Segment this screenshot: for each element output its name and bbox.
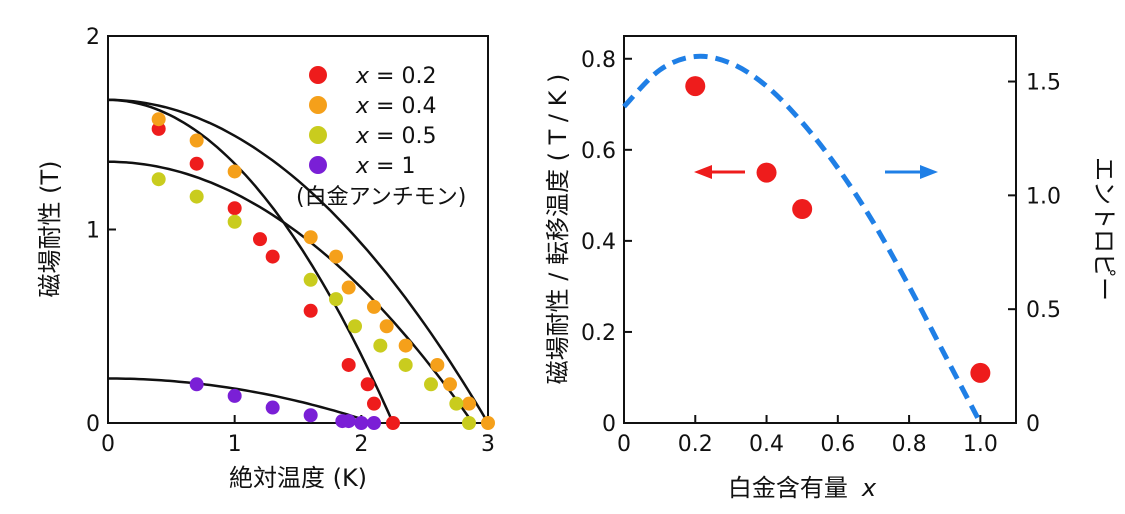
left-y-axis-label: 磁場耐性 (T) — [36, 160, 64, 297]
left-data-points — [151, 112, 495, 430]
fit-curve — [108, 98, 490, 424]
data-point — [265, 249, 280, 264]
left-y-tick-label: 0 — [86, 412, 100, 437]
arrow-left — [694, 165, 745, 179]
data-point — [449, 396, 464, 411]
legend-label: x = 0.5 — [355, 124, 436, 149]
data-point — [354, 416, 369, 430]
legend-label: x = 0.4 — [355, 94, 436, 119]
left-x-tick-label: 0 — [101, 432, 115, 457]
data-point — [227, 201, 242, 216]
right-x-tick-label: 0.6 — [820, 432, 855, 457]
data-point — [151, 112, 166, 127]
data-point — [303, 408, 318, 423]
data-point — [367, 416, 381, 430]
data-point — [398, 357, 413, 372]
data-point — [430, 357, 445, 372]
data-point — [303, 272, 318, 287]
data-point — [303, 230, 318, 245]
right-y2-tick-label: 1.5 — [1026, 71, 1061, 96]
arrow-right — [885, 165, 938, 179]
right-x-tick-label: 0.2 — [678, 432, 713, 457]
data-point — [462, 416, 476, 430]
data-point — [792, 199, 813, 220]
legend-marker — [309, 156, 327, 174]
legend-note: (白金アンチモン) — [296, 185, 466, 210]
legend-marker — [309, 96, 327, 114]
right-y-tick-label: 0.2 — [581, 321, 616, 346]
data-point — [398, 338, 413, 353]
data-point — [685, 76, 706, 97]
left-y-tick-label: 1 — [86, 219, 100, 244]
data-point — [367, 299, 381, 314]
data-point — [348, 319, 362, 334]
data-point — [151, 172, 166, 187]
data-point — [386, 416, 400, 430]
data-point — [265, 400, 280, 415]
data-point — [481, 416, 495, 430]
left-y-tick-label: 2 — [86, 25, 100, 50]
legend-label: x = 1 — [355, 154, 415, 179]
data-point — [189, 189, 204, 204]
data-point — [227, 388, 242, 403]
fit-curve — [108, 377, 375, 425]
right-ticks: 0 0.2 0.4 0.6 0.8 1.0 0 0.2 0.4 0.6 0.8 0 0.5 1.0 1.5 — [581, 48, 1061, 457]
data-point — [253, 232, 267, 247]
data-point — [462, 396, 476, 411]
right-x-tick-label: 0 — [617, 432, 631, 457]
left-legend: x = 0.2 x = 0.4 x = 0.5 x = 1 (白金アンチモン) — [296, 64, 466, 210]
left-ticks: 0 1 2 3 0 1 2 — [86, 25, 495, 457]
left-x-tick-label: 2 — [354, 432, 368, 457]
data-point — [329, 292, 343, 307]
right-y-axis-label: 磁場耐性 / 転移温度 ( T / K ) — [544, 74, 572, 385]
right-y-tick-label: 0.4 — [581, 230, 616, 255]
legend-marker — [309, 66, 327, 84]
data-point — [970, 362, 991, 383]
left-x-axis-label: 絶対温度 (K) — [229, 464, 367, 492]
data-point — [189, 156, 204, 171]
left-x-tick-label: 1 — [228, 432, 242, 457]
data-point — [151, 121, 166, 136]
right-y-tick-label: 0.8 — [581, 48, 616, 73]
right-y-tick-label: 0 — [602, 412, 616, 437]
right-y-tick-label: 0.6 — [581, 139, 616, 164]
legend-label: x = 0.2 — [355, 64, 436, 89]
right-x-tick-label: 0.4 — [749, 432, 784, 457]
data-point — [303, 303, 318, 318]
right-y2-tick-label: 0.5 — [1026, 298, 1061, 323]
left-x-tick-label: 3 — [481, 432, 495, 457]
entropy-dashed-curve — [622, 53, 983, 425]
data-point — [367, 396, 381, 411]
data-point — [341, 414, 356, 429]
left-panel: 0 1 2 3 0 1 2 x = 0.2 x = 0.4 x = 0.5 x = 1 (白金アンチ… — [36, 25, 495, 492]
data-point — [756, 162, 777, 183]
data-point — [443, 377, 457, 392]
data-point — [227, 164, 242, 179]
fit-curve — [108, 98, 395, 424]
right-y2-tick-label: 0 — [1026, 412, 1040, 437]
right-y2-axis-label: エントロピー — [1090, 157, 1118, 301]
data-point — [379, 319, 394, 334]
data-point — [341, 280, 356, 295]
data-point — [424, 377, 438, 392]
data-point — [329, 249, 343, 264]
data-point — [373, 338, 388, 353]
data-point — [189, 133, 204, 148]
data-point — [227, 214, 242, 229]
right-x-tick-label: 1.0 — [963, 432, 998, 457]
right-plot-frame — [623, 35, 1017, 424]
legend-marker — [309, 126, 327, 144]
data-point — [189, 377, 204, 392]
right-data-points — [685, 76, 991, 383]
data-point — [341, 357, 356, 372]
right-y2-tick-label: 1.0 — [1026, 184, 1061, 209]
right-x-tick-label: 0.8 — [892, 432, 927, 457]
data-point — [360, 377, 375, 392]
